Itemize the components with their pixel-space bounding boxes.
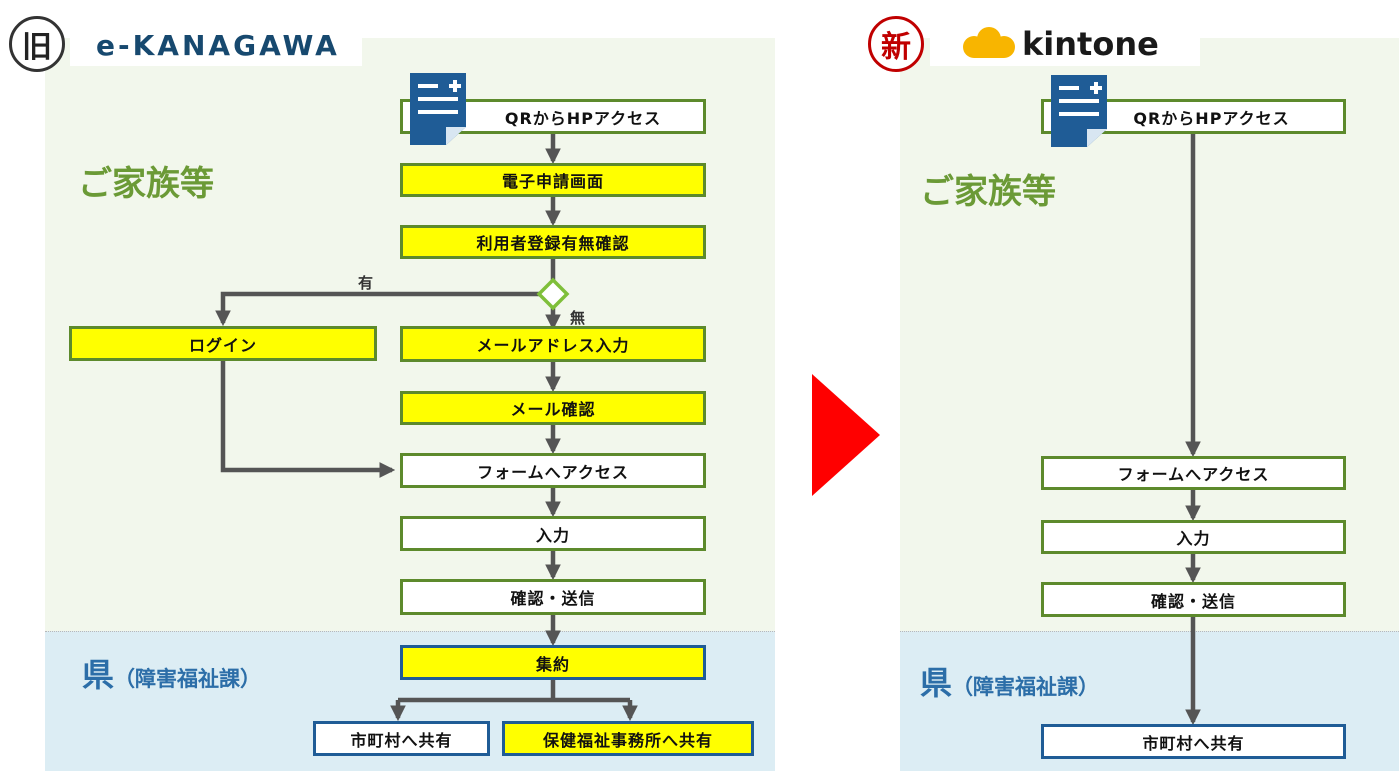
left-flow-connectors [215, 134, 638, 722]
left-step-mail-address-input: メールアドレス入力 [400, 326, 706, 362]
right-prefecture-label: 県（障害福祉課） [920, 664, 1100, 702]
old-badge: 旧 [9, 16, 65, 72]
left-step-aggregate: 集約 [400, 645, 706, 680]
left-step-login: ログイン [69, 326, 377, 361]
right-family-label: ご家族等 [920, 172, 1056, 212]
right-step-form-access: フォームへアクセス [1041, 456, 1346, 490]
left-step-share-municipal: 市町村へ共有 [313, 721, 490, 756]
right-step-confirm-send: 確認・送信 [1041, 582, 1346, 617]
left-family-label: ご家族等 [78, 164, 214, 204]
left-step-input: 入力 [400, 516, 706, 551]
right-step-input: 入力 [1041, 520, 1346, 554]
left-step-e-application: 電子申請画面 [400, 163, 706, 197]
left-step-user-registration-check: 利用者登録有無確認 [400, 225, 706, 259]
left-step-mail-confirm: メール確認 [400, 391, 706, 425]
left-step-form-access: フォームへアクセス [400, 453, 706, 488]
left-prefecture-label: 県（障害福祉課） [82, 656, 262, 694]
kintone-logo: kintone [930, 22, 1200, 66]
document-icon [410, 73, 466, 145]
right-flow-connectors [1185, 134, 1201, 726]
old-badge-label: 旧 [22, 30, 52, 65]
document-icon [1051, 75, 1107, 147]
right-step-share-municipal: 市町村へ共有 [1041, 724, 1346, 759]
left-step-share-health-office: 保健福祉事務所へ共有 [502, 721, 754, 756]
branch-yes-label: 有 [358, 274, 374, 292]
ekanagawa-logo: e-KANAGAWA [70, 24, 362, 66]
left-step-confirm-send: 確認・送信 [400, 579, 706, 615]
new-badge-label: 新 [881, 30, 911, 65]
decision-diamond-icon [536, 277, 570, 311]
left-divider [45, 631, 775, 632]
new-badge: 新 [868, 16, 924, 72]
kintone-cloud-icon [963, 27, 1015, 58]
branch-no-label: 無 [570, 309, 586, 327]
transition-arrow-icon [812, 374, 880, 496]
right-divider [900, 631, 1399, 632]
